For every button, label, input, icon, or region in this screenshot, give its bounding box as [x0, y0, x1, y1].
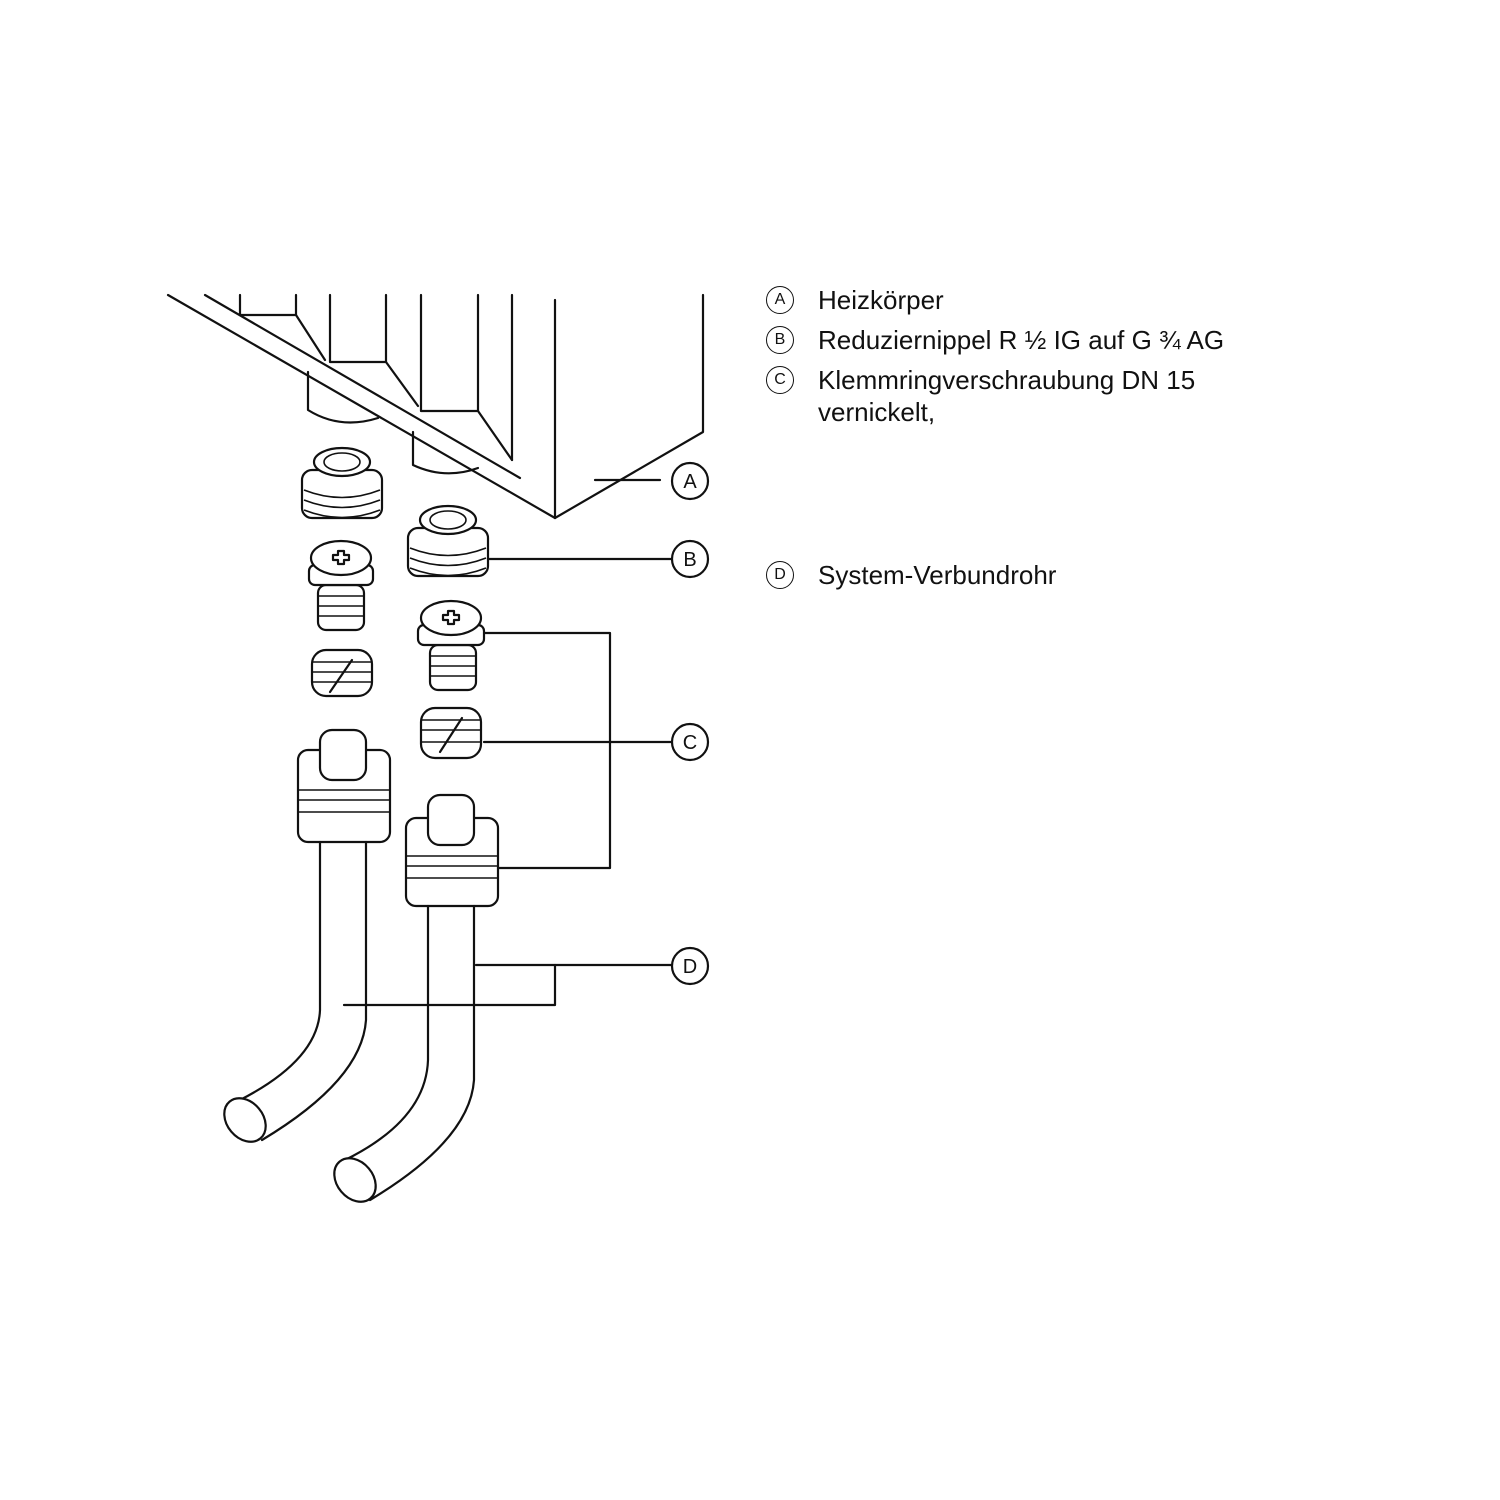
- legend-label: System-Verbundrohr: [818, 560, 1057, 590]
- reducing-nipple-right: [406, 504, 490, 578]
- svg-text:A: A: [683, 471, 697, 493]
- radiator: [166, 293, 705, 520]
- svg-text:C: C: [683, 732, 697, 754]
- legend: A Heizkörper B Reduziernippel R ½ IG auf…: [766, 284, 1224, 599]
- leader-lines: [342, 557, 674, 1007]
- union-nut-right: [404, 793, 500, 908]
- svg-text:D: D: [683, 956, 697, 978]
- callout-D: D: [670, 946, 710, 986]
- compression-insert-left: [307, 539, 375, 632]
- callout-B: B: [670, 539, 710, 579]
- composite-pipe-left: [223, 840, 368, 1143]
- callout-C: C: [670, 722, 710, 762]
- callout-A: A: [670, 461, 710, 501]
- clamp-ring-right: [419, 706, 483, 760]
- svg-text:B: B: [683, 549, 696, 571]
- legend-label-block: Klemmringverschraubung DN 15 vernickelt,: [818, 364, 1195, 428]
- clamp-ring-left: [310, 648, 374, 698]
- reducing-nipple-left: [300, 446, 384, 520]
- legend-badge: C: [766, 366, 794, 394]
- legend-badge: D: [766, 561, 794, 589]
- union-nut-left: [296, 728, 392, 844]
- composite-pipe-right: [333, 904, 476, 1203]
- legend-item-A: A Heizkörper: [766, 284, 1224, 324]
- legend-badge: A: [766, 286, 794, 314]
- legend-item-B: B Reduziernippel R ½ IG auf G ¾ AG: [766, 324, 1224, 364]
- legend-label: Heizkörper: [818, 285, 944, 315]
- compression-insert-right: [416, 599, 486, 692]
- legend-badge: B: [766, 326, 794, 354]
- legend-label: Reduziernippel R ½ IG auf G ¾ AG: [818, 325, 1225, 355]
- legend-label-continued: vernickelt,: [818, 397, 936, 427]
- legend-item-D: D System-Verbundrohr: [766, 559, 1224, 599]
- legend-label: Klemmringverschraubung DN 15: [818, 365, 1196, 395]
- legend-item-C: C Klemmringverschraubung DN 15 vernickel…: [766, 364, 1224, 444]
